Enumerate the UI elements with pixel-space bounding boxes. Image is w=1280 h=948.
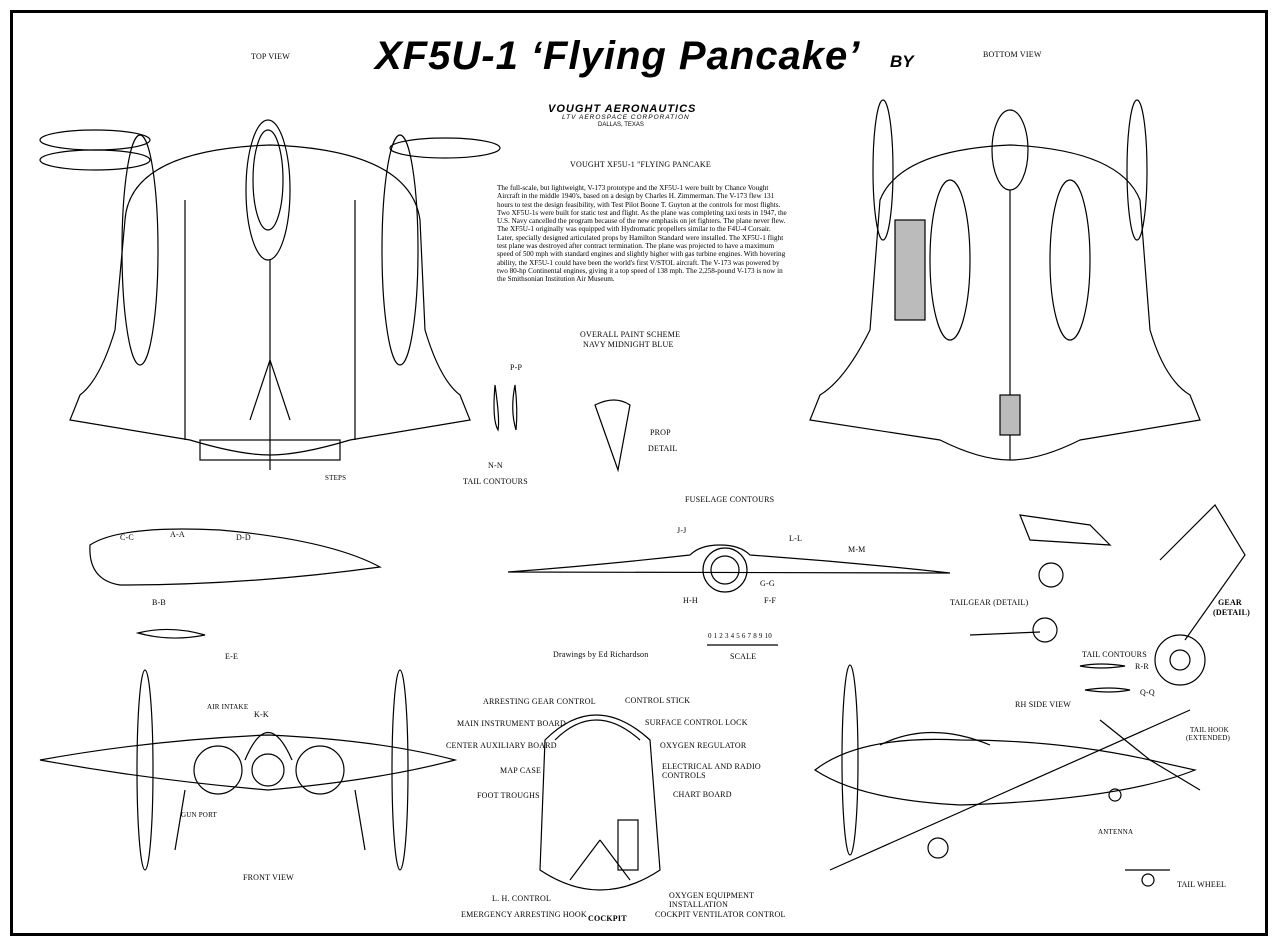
jj-label: J-J — [677, 526, 687, 535]
cockpit-label-center-auxiliary-board: CENTER AUXILIARY BOARD — [446, 741, 557, 750]
maker-city: DALLAS, TEXAS — [598, 122, 644, 128]
ee-label: E-E — [225, 652, 239, 661]
airfoil-section — [89, 528, 382, 586]
bb-label: B-B — [152, 598, 166, 607]
credit-label: Drawings by Ed Richardson — [553, 650, 649, 659]
steps-label: STEPS — [325, 474, 347, 482]
tail-contours-label: TAIL CONTOURS — [463, 477, 528, 486]
cockpit-label: COCKPIT — [588, 914, 627, 923]
cockpit-label-oxygen-regulator: OXYGEN REGULATOR — [660, 741, 747, 750]
gear-label: GEAR — [1218, 598, 1242, 607]
top-view-drawing — [39, 119, 501, 470]
front-view-drawing — [39, 669, 458, 871]
rr-label: R-R — [1135, 662, 1149, 671]
paint-line1: OVERALL PAINT SCHEME — [580, 330, 681, 339]
cockpit-label-oxygen-equipment: OXYGEN EQUIPMENT — [669, 891, 755, 900]
air-intake-label: AIR INTAKE — [207, 703, 249, 711]
cockpit-label-surface-control-lock: SURFACE CONTROL LOCK — [645, 718, 748, 727]
prop-label: PROP — [650, 428, 671, 437]
scale-ticks: 0 1 2 3 4 5 6 7 8 9 10 — [708, 632, 772, 640]
gg-label: G-G — [760, 579, 775, 588]
cockpit-label-ventilator-control: COCKPIT VENTILATOR CONTROL — [655, 910, 786, 919]
gun-port-label: GUN PORT — [181, 811, 217, 819]
poster-title: XF5U-1 ‘Flying Pancake’ — [375, 34, 861, 78]
cockpit-label-arresting-gear-control: ARRESTING GEAR CONTROL — [483, 697, 596, 706]
aa-label: A-A — [170, 530, 185, 539]
cockpit-label-lh-control: L. H. CONTROL — [492, 894, 552, 903]
prop-detail-label: DETAIL — [648, 444, 678, 453]
cockpit-label-electrical-radio: ELECTRICAL AND RADIO — [662, 762, 761, 771]
top-view-label: TOP VIEW — [251, 52, 291, 61]
title-by: BY — [890, 52, 914, 71]
tail-hook-extended-label: (EXTENDED) — [1186, 734, 1230, 742]
description-text: The full-scale, but lightweight, V-173 p… — [497, 184, 787, 284]
front-view-label: FRONT VIEW — [243, 873, 294, 882]
cockpit-label-controls: CONTROLS — [662, 771, 706, 780]
maker-name: VOUGHT AERONAUTICS — [548, 103, 697, 115]
cockpit-label-control-stick: CONTROL STICK — [625, 696, 691, 705]
bottom-view-drawing — [809, 99, 1201, 461]
gear-detail-drawing — [969, 504, 1246, 887]
tailgear-label: TAILGEAR (DETAIL) — [950, 598, 1029, 607]
tail-hook-label: TAIL HOOK — [1190, 726, 1229, 734]
maker-corp: LTV AEROSPACE CORPORATION — [562, 114, 690, 121]
mm-label: M-M — [848, 545, 866, 554]
side-view-drawing — [813, 664, 1201, 871]
tail-wheel-label: TAIL WHEEL — [1177, 880, 1227, 889]
hh-label: H-H — [683, 596, 698, 605]
scale-label: SCALE — [730, 652, 757, 661]
cc-label: C-C — [120, 533, 134, 542]
nn-label: N-N — [488, 461, 503, 470]
cockpit-label-main-instrument-board: MAIN INSTRUMENT BOARD — [457, 719, 566, 728]
side-view-label: RH SIDE VIEW — [1015, 700, 1072, 709]
kk-label: K-K — [254, 710, 269, 719]
cockpit-label-map-case: MAP CASE — [500, 766, 542, 775]
cockpit-label-chart-board: CHART BOARD — [673, 790, 732, 799]
pp-label: P-P — [510, 363, 523, 372]
ff-label: F-F — [764, 596, 777, 605]
antenna-label: ANTENNA — [1098, 828, 1134, 836]
fuselage-contours-label: FUSELAGE CONTOURS — [685, 495, 775, 504]
ll-label: L-L — [789, 534, 803, 543]
cockpit-label-emergency-arresting-hook: EMERGENCY ARRESTING HOOK — [461, 910, 587, 919]
drawing-border — [10, 10, 1268, 936]
dd-label: D-D — [236, 533, 251, 542]
cockpit-drawing — [539, 714, 661, 891]
tail-contours-2-label: TAIL CONTOURS — [1082, 650, 1147, 659]
paint-line2: NAVY MIDNIGHT BLUE — [583, 340, 674, 349]
bottom-view-label: BOTTOM VIEW — [983, 50, 1042, 59]
gear-detail-label: (DETAIL) — [1213, 608, 1251, 617]
cockpit-label-foot-troughs: FOOT TROUGHS — [477, 791, 540, 800]
description-heading: VOUGHT XF5U-1 "FLYING PANCAKE — [570, 160, 711, 169]
cockpit-label-installation: INSTALLATION — [669, 900, 729, 909]
qq-label: Q-Q — [1140, 688, 1155, 697]
